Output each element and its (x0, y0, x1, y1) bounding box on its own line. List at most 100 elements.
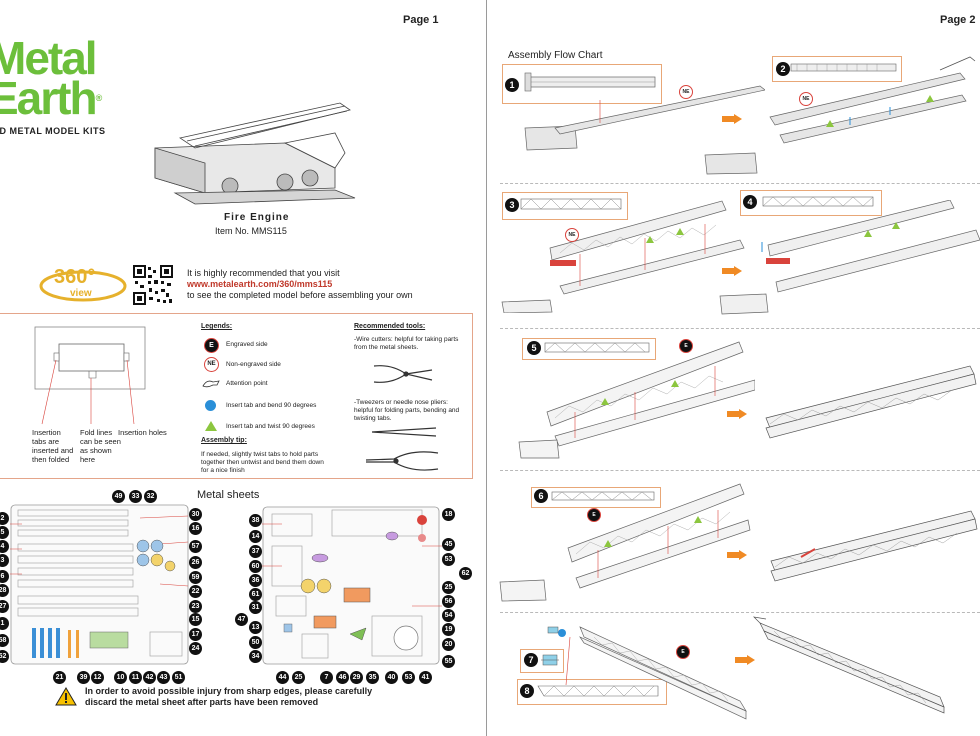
part-number-badge: 28 (0, 584, 9, 597)
step-2-ne-badge: NE (799, 92, 813, 106)
insertion-tabs-label: Insertion tabs are inserted and then fol… (32, 428, 74, 464)
page-divider (486, 0, 487, 736)
step-5-e-badge: E (679, 339, 693, 353)
part-number-badge: 43 (157, 671, 170, 684)
part-number-badge: 27 (0, 600, 9, 613)
brand-logo: Metal Earth® (0, 32, 102, 121)
wire-cutters-icon (373, 365, 433, 383)
step-3-number: 3 (505, 198, 519, 212)
part-number-badge: 41 (419, 671, 432, 684)
step-5-box (522, 338, 656, 360)
step-5-result (765, 365, 977, 439)
recommendation-url[interactable]: www.metalearth.com/360/mms115 (187, 279, 333, 289)
attention-point-icon (202, 380, 220, 388)
part-number-badge: 53 (442, 553, 455, 566)
step-6-assembly (499, 483, 751, 602)
part-number-badge: 6 (0, 570, 9, 583)
step-8-box (517, 679, 667, 705)
step-7-number: 7 (524, 653, 538, 667)
logo-line1: Metal (0, 32, 98, 84)
safety-warning-text: In order to avoid possible injury from s… (85, 686, 373, 707)
part-number-badge: 44 (276, 671, 289, 684)
insertion-diagram (34, 326, 146, 425)
step-8-part (537, 685, 659, 697)
step-4-box (740, 190, 882, 216)
logo-registered: ® (95, 93, 102, 103)
part-number-badge: 36 (249, 574, 262, 587)
tweezers-icon (371, 427, 437, 437)
part-number-badge: 38 (249, 514, 262, 527)
step-1-box (502, 64, 662, 104)
model-title: Fire Engine (224, 212, 290, 223)
step-separator (500, 328, 980, 329)
part-number-badge: 34 (249, 650, 262, 663)
step-6-number: 6 (534, 489, 548, 503)
part-number-badge: 19 (442, 623, 455, 636)
part-number-badge: 5 (0, 526, 9, 539)
part-number-badge: 56 (442, 595, 455, 608)
step-3-arrow-icon (722, 266, 742, 276)
part-number-badge: 3 (0, 554, 9, 567)
tools-heading: Recommended tools: (354, 323, 426, 330)
fire-engine-illustration (154, 102, 356, 205)
part-number-badge: 16 (189, 522, 202, 535)
step-5-number: 5 (527, 341, 541, 355)
step-1-number: 1 (505, 78, 519, 92)
instructions-panel (0, 313, 473, 479)
needle-nose-pliers-icon (365, 451, 439, 471)
page-label-2: Page 2 (940, 14, 976, 26)
part-number-badge: 45 (442, 538, 455, 551)
part-number-badge: 35 (366, 671, 379, 684)
legends-heading: Legends: (201, 323, 233, 330)
step-4-part (762, 196, 874, 207)
part-number-badge: 37 (249, 545, 262, 558)
part-number-badge: 12 (91, 671, 104, 684)
step-8-e-badge: E (676, 645, 690, 659)
part-number-badge: 11 (129, 671, 142, 684)
step-6-box (531, 487, 661, 508)
step-2-assembly (704, 56, 976, 175)
part-number-badge: 49 (112, 490, 125, 503)
blue-dot-icon (205, 400, 216, 411)
part-number-badge: 14 (249, 530, 262, 543)
engraved-icon: E (204, 338, 219, 353)
step-8-arrow-icon (735, 655, 755, 665)
part-number-badge: 60 (249, 560, 262, 573)
metal-sheets-title: Metal sheets (197, 489, 260, 501)
step-6-e-badge: E (587, 508, 601, 522)
part-number-badge: 21 (53, 671, 66, 684)
qr-code-icon[interactable] (133, 265, 173, 305)
part-number-badge: 17 (189, 628, 202, 641)
part-number-badge: 53 (402, 671, 415, 684)
part-number-badge: 22 (189, 585, 202, 598)
recommendation-line3: to see the completed model before assemb… (187, 290, 413, 300)
part-number-badge: 47 (235, 613, 248, 626)
step-5-arrow-icon (727, 409, 747, 419)
step-4-assembly (719, 200, 980, 315)
part-number-badge: 32 (144, 490, 157, 503)
view-360-badge[interactable]: 360° view (38, 262, 128, 306)
step-3-assembly (501, 200, 745, 313)
green-triangle-icon (205, 421, 217, 431)
warning-icon (55, 687, 77, 706)
part-number-badge: 46 (336, 671, 349, 684)
legend-green-triangle-label: Insert tab and twist 90 degrees (226, 423, 315, 430)
insertion-holes-label: Insertion holes (118, 428, 167, 437)
part-number-badge: 54 (442, 609, 455, 622)
step-8-number: 8 (520, 684, 534, 698)
part-number-badge: 42 (143, 671, 156, 684)
part-number-badge: 26 (189, 556, 202, 569)
part-number-badge: 40 (385, 671, 398, 684)
step-1-part (524, 72, 656, 92)
part-number-badge: 50 (249, 636, 262, 649)
step-8-result (752, 616, 945, 714)
part-number-badge: 33 (129, 490, 142, 503)
part-number-badge: 13 (249, 621, 262, 634)
step-separator (500, 612, 980, 613)
part-number-badge: 29 (350, 671, 363, 684)
view-360-word: view (70, 288, 92, 299)
part-number-badge: 61 (249, 588, 262, 601)
tool-tweezers-text: -Tweezers or needle nose pliers: helpful… (354, 399, 460, 422)
step-7-8-assembly (547, 626, 747, 720)
view-360-swoosh (39, 270, 127, 302)
